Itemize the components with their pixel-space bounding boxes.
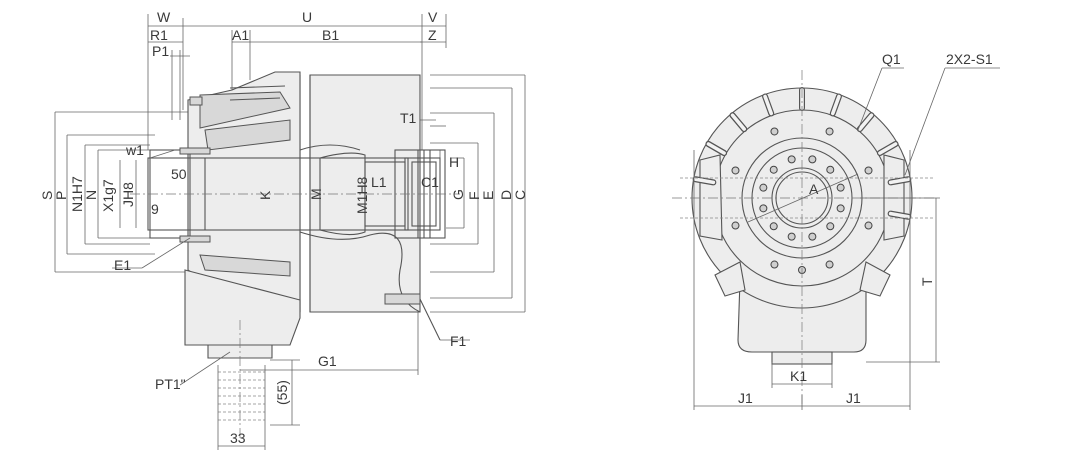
label-f: F bbox=[466, 191, 482, 200]
label-a1: A1 bbox=[232, 27, 249, 43]
bolt-hole bbox=[787, 232, 796, 241]
label-50: 50 bbox=[171, 166, 187, 182]
bolt-hole bbox=[864, 166, 873, 175]
label-d: D bbox=[498, 190, 514, 200]
label-n1h7: N1H7 bbox=[69, 176, 85, 212]
label-q1: Q1 bbox=[882, 51, 901, 67]
radial-slot-inner bbox=[830, 94, 841, 116]
bolt-hole bbox=[825, 127, 834, 136]
label-r1: R1 bbox=[150, 27, 168, 43]
radial-slots bbox=[692, 87, 912, 220]
bolt-hole bbox=[770, 127, 779, 136]
bolt-hole bbox=[826, 222, 835, 231]
label-l1: L1 bbox=[371, 174, 387, 190]
label-n: N bbox=[83, 190, 99, 200]
label-k1: K1 bbox=[790, 368, 807, 384]
label-v: V bbox=[428, 9, 438, 25]
side-view: W U V R1 A1 B1 Z P1 T1 w1 H L1 C1 50 9 E… bbox=[39, 9, 528, 450]
label-s: S bbox=[39, 191, 55, 200]
label-w1: w1 bbox=[125, 142, 144, 158]
label-p1: P1 bbox=[152, 43, 169, 59]
bolt-hole bbox=[864, 221, 873, 230]
label-b1: B1 bbox=[322, 27, 339, 43]
radial-slot-inner bbox=[878, 142, 898, 155]
label-f1: F1 bbox=[450, 333, 467, 349]
label-55: (55) bbox=[274, 380, 290, 405]
label-c1: C1 bbox=[421, 174, 439, 190]
label-u: U bbox=[302, 9, 312, 25]
label-2x2-s1: 2X2-S1 bbox=[946, 51, 993, 67]
top-dimensions bbox=[147, 14, 447, 340]
label-m: M bbox=[308, 188, 324, 200]
radial-slot-inner bbox=[888, 211, 911, 219]
bolt-hole bbox=[836, 204, 845, 213]
label-pt1: PT1" bbox=[155, 376, 186, 392]
label-g: G bbox=[450, 189, 466, 200]
label-c: C bbox=[512, 190, 528, 200]
bolt-hole bbox=[759, 183, 768, 192]
label-jh8: JH8 bbox=[120, 182, 136, 207]
bolt-hole bbox=[826, 165, 835, 174]
bolt-hole bbox=[769, 222, 778, 231]
label-t: T bbox=[919, 277, 935, 286]
label-w: W bbox=[157, 9, 171, 25]
radial-slot-inner bbox=[706, 142, 726, 155]
bolt-hole bbox=[825, 260, 834, 269]
bolt-hole bbox=[731, 221, 740, 230]
bolt-hole bbox=[836, 183, 845, 192]
radial-slot-inner bbox=[888, 177, 911, 185]
label-h: H bbox=[449, 154, 459, 170]
label-k: K bbox=[257, 190, 273, 200]
radial-slot-inner bbox=[730, 113, 746, 131]
bolt-hole bbox=[770, 260, 779, 269]
bolt-hole bbox=[787, 155, 796, 164]
chuck-body-side bbox=[130, 71, 460, 440]
left-dimensions bbox=[54, 111, 200, 273]
radial-slot-inner bbox=[693, 177, 716, 185]
label-j1-left: J1 bbox=[738, 390, 753, 406]
label-e1: E1 bbox=[114, 257, 131, 273]
pipe-port bbox=[179, 312, 419, 450]
label-p: P bbox=[53, 191, 69, 200]
label-z: Z bbox=[428, 27, 437, 43]
label-g1: G1 bbox=[318, 353, 337, 369]
front-view: Q1 2X2-S1 A T K1 J1 J1 bbox=[672, 51, 1000, 410]
bolt-hole bbox=[808, 232, 817, 241]
label-9: 9 bbox=[151, 201, 159, 217]
label-m1h8: M1H8 bbox=[354, 176, 370, 214]
label-e: E bbox=[480, 191, 496, 200]
bolt-hole bbox=[808, 155, 817, 164]
bolt-hole bbox=[759, 204, 768, 213]
label-j1-right: J1 bbox=[846, 390, 861, 406]
label-33: 33 bbox=[230, 430, 246, 446]
radial-slot-inner bbox=[763, 94, 774, 116]
bolt-hole bbox=[731, 166, 740, 175]
bolt-holes bbox=[731, 127, 873, 274]
label-t1: T1 bbox=[400, 110, 417, 126]
radial-slot-inner bbox=[858, 113, 874, 131]
bolt-hole bbox=[769, 165, 778, 174]
label-a: A bbox=[809, 181, 819, 197]
label-x1g7: X1g7 bbox=[100, 179, 116, 212]
